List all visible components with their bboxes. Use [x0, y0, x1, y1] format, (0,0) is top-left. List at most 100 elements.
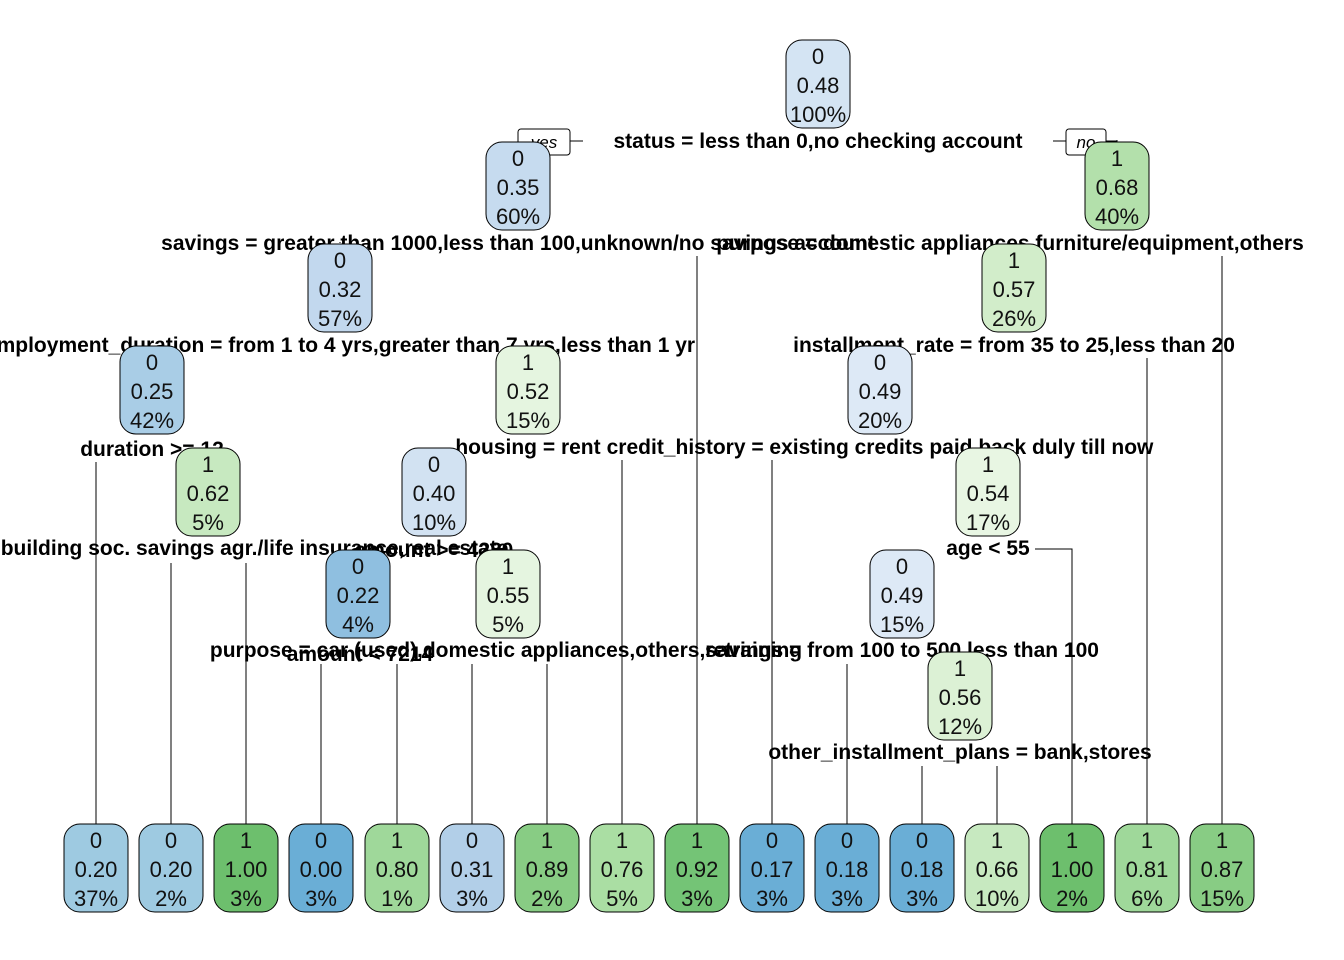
leaf-node-box [964, 823, 1030, 913]
leaf-node-prob: 0.87 [1201, 857, 1244, 882]
tree-node-cls: 0 [146, 350, 158, 375]
leaf-node-cls: 1 [991, 828, 1003, 853]
leaf-node-prob: 0.18 [901, 857, 944, 882]
leaf-node-pct: 2% [531, 886, 563, 911]
tree-node-prob: 0.57 [993, 277, 1036, 302]
leaf-node-pct: 3% [456, 886, 488, 911]
leaf-node-pct: 37% [74, 886, 118, 911]
tree-node-prob: 0.32 [319, 277, 362, 302]
tree-node-prob: 0.54 [967, 481, 1010, 506]
tree-node-prob: 0.35 [497, 175, 540, 200]
tree-node-box [119, 345, 185, 435]
leaf-node-cls: 1 [391, 828, 403, 853]
tree-node-cls: 0 [428, 452, 440, 477]
tree-node-box [869, 549, 935, 639]
tree-node: 1 0.57 26% [981, 243, 1047, 333]
leaf-node: 10.892% [514, 823, 580, 913]
leaf-node-prob: 0.31 [451, 857, 494, 882]
leaf-node-cls: 1 [691, 828, 703, 853]
split-label: age < 55 [946, 537, 1030, 560]
split-label: credit_history = existing credits paid b… [607, 436, 1154, 459]
tree-node: 10.555% [475, 549, 541, 639]
split-label: other_installment_plans = bank,stores [768, 741, 1151, 764]
tree-node: 10.625% [175, 447, 241, 537]
leaf-node: 00.003% [288, 823, 354, 913]
tree-node-box [307, 243, 373, 333]
split-label: status = less than 0,no checking account [613, 130, 1022, 153]
tree-node-cls: 0 [512, 146, 524, 171]
tree-node-prob: 0.68 [1096, 175, 1139, 200]
leaf-node-pct: 5% [606, 886, 638, 911]
leaf-node-prob: 0.92 [676, 857, 719, 882]
tree-node-prob: 0.52 [507, 379, 550, 404]
leaf-node-box [364, 823, 430, 913]
leaf-node: 00.173% [739, 823, 805, 913]
leaf-node-box [1189, 823, 1255, 913]
tree-node-pct: 42% [130, 408, 174, 433]
leaf-node: 0 0.18 3% [889, 823, 955, 913]
split-label: housing = rent [455, 436, 600, 459]
tree-node-cls: 1 [1008, 248, 1020, 273]
leaf-node-cls: 1 [240, 828, 252, 853]
leaf-node-pct: 3% [305, 886, 337, 911]
tree-node-box [401, 447, 467, 537]
leaf-node-pct: 3% [681, 886, 713, 911]
leaf-node-box [514, 823, 580, 913]
tree-node-pct: 57% [318, 306, 362, 331]
tree-node-box [785, 39, 851, 129]
leaf-node-prob: 1.00 [1051, 857, 1094, 882]
tree-node-cls: 0 [896, 554, 908, 579]
leaf-node-prob: 0.20 [75, 857, 118, 882]
tree-node-cls: 1 [982, 452, 994, 477]
leaf-node-cls: 0 [916, 828, 928, 853]
leaf-node-box [1039, 823, 1105, 913]
leaf-node-box [439, 823, 505, 913]
leaf-node: 10.816% [1114, 823, 1180, 913]
split-label: savings = from 100 to 500,less than 100 [705, 639, 1099, 662]
leaf-node-pct: 2% [1056, 886, 1088, 911]
tree-node-cls: 0 [352, 554, 364, 579]
tree-node-pct: 12% [938, 714, 982, 739]
leaf-node-cls: 0 [841, 828, 853, 853]
leaf-node-pct: 3% [756, 886, 788, 911]
tree-edges [95, 140, 1223, 826]
tree-node-box [955, 447, 1021, 537]
leaf-node-cls: 1 [616, 828, 628, 853]
tree-node-pct: 20% [858, 408, 902, 433]
leaf-node-pct: 3% [906, 886, 938, 911]
leaf-node-prob: 0.76 [601, 857, 644, 882]
tree-node-pct: 26% [992, 306, 1036, 331]
tree-node-prob: 0.49 [881, 583, 924, 608]
leaf-node-cls: 1 [1066, 828, 1078, 853]
leaf-node-box [63, 823, 129, 913]
tree-node-pct: 15% [880, 612, 924, 637]
leaf-node-box [1114, 823, 1180, 913]
leaf-node-box [664, 823, 730, 913]
leaf-node-prob: 1.00 [225, 857, 268, 882]
leaf-node-cls: 1 [1216, 828, 1228, 853]
leaf-node-pct: 1% [381, 886, 413, 911]
tree-node-cls: 1 [1111, 146, 1123, 171]
tree-node-prob: 0.22 [337, 583, 380, 608]
tree-node-pct: 15% [506, 408, 550, 433]
leaf-node: 0 0.20 37% [63, 823, 129, 913]
leaf-node-cls: 0 [90, 828, 102, 853]
tree-node-pct: 40% [1095, 204, 1139, 229]
internal-nodes: 00.48100%00.3560%10.6840%00.3257%10.5726… [119, 39, 1150, 741]
tree-node-box [325, 549, 391, 639]
leaf-node: 00.313% [439, 823, 505, 913]
leaf-node-prob: 0.66 [976, 857, 1019, 882]
leaf-node-cls: 0 [165, 828, 177, 853]
